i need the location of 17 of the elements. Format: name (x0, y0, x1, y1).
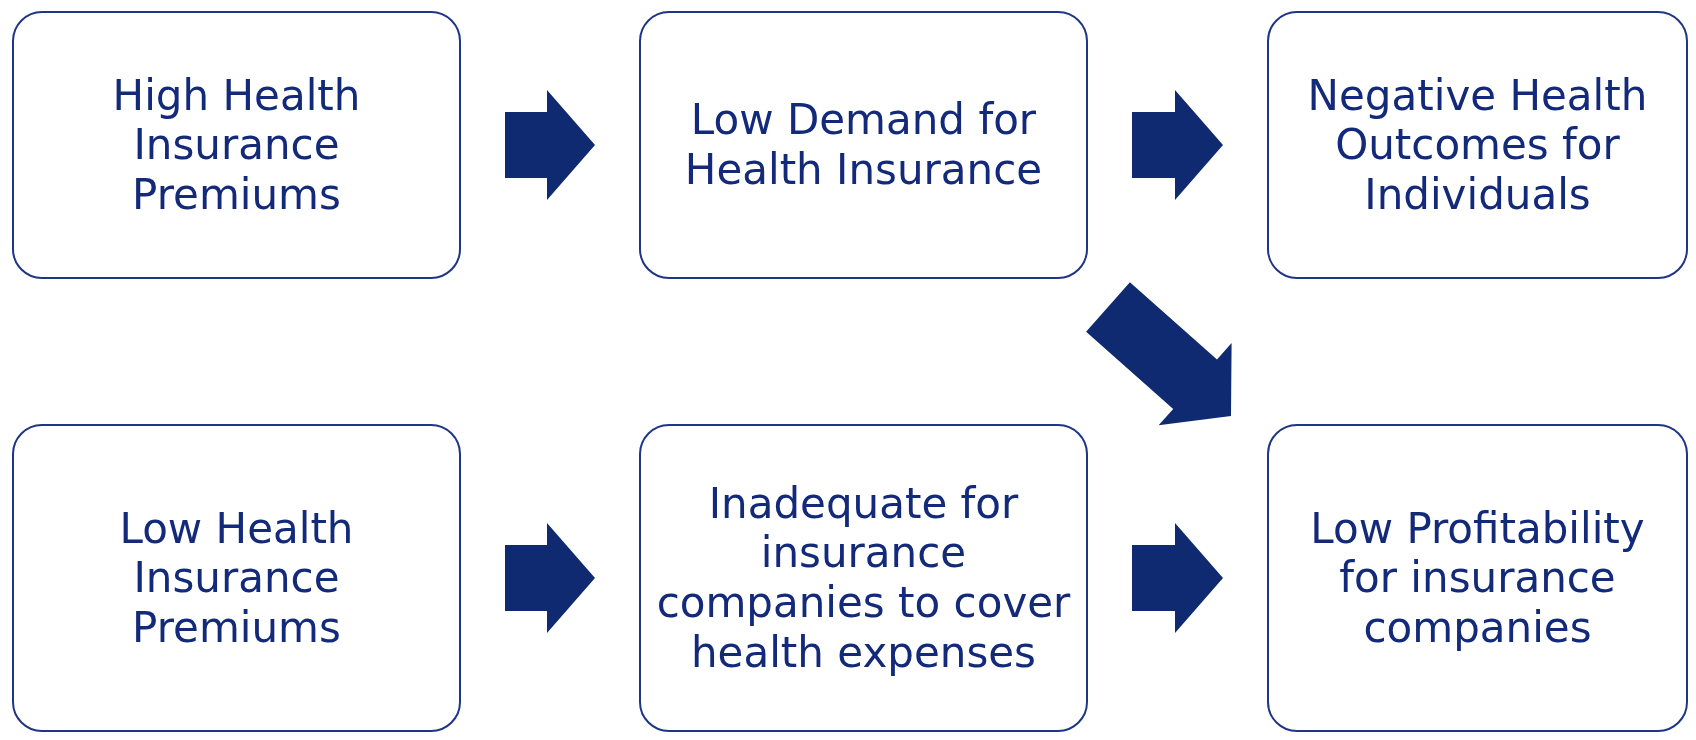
block-arrow (505, 523, 595, 633)
process-box (1267, 424, 1688, 732)
box-label: Negative Health Outcomes for Individuals (1306, 70, 1649, 220)
box-label: High Health Insurance Premiums (111, 70, 362, 220)
process-box (639, 424, 1088, 732)
block-arrow (505, 90, 595, 200)
process-box (639, 11, 1088, 279)
process-box (1267, 11, 1688, 279)
box-label: Low Profitability for insurance companies (1309, 503, 1646, 653)
box-label: Low Demand for Health Insurance (683, 95, 1044, 195)
block-arrow (1132, 90, 1223, 200)
process-box (12, 11, 461, 279)
block-arrow (1086, 282, 1232, 426)
box-label: Low Health Insurance Premiums (118, 503, 355, 653)
block-arrow (1132, 523, 1223, 633)
process-box (12, 424, 461, 732)
box-label: Inadequate for insurance companies to cover health expenses (655, 478, 1072, 678)
